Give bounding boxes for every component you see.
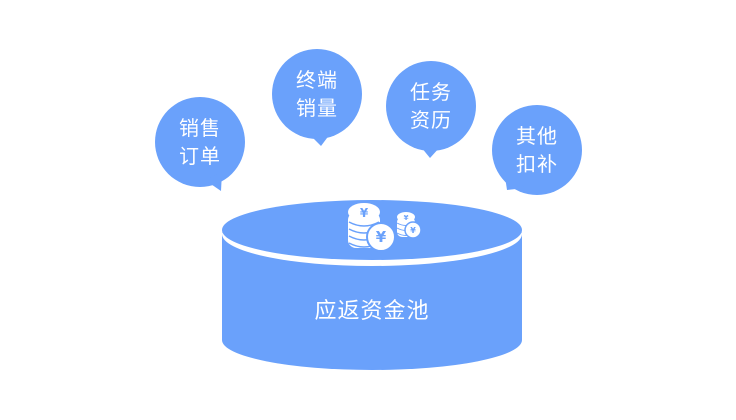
bubble-line-1: 任务 — [410, 80, 452, 104]
bubble-line-2: 资历 — [410, 108, 452, 132]
svg-text:¥: ¥ — [404, 214, 409, 222]
bubble-label-other-deductions: 其他 扣补 — [492, 122, 582, 178]
bubble-label-sales-orders: 销售 订单 — [155, 114, 245, 170]
bubble-label-task-qualification: 任务 资历 — [386, 78, 476, 134]
bubble-line-1: 其他 — [516, 124, 558, 148]
svg-text:¥: ¥ — [376, 228, 387, 246]
bubble-line-2: 订单 — [179, 144, 221, 168]
svg-text:¥: ¥ — [410, 226, 416, 235]
bubble-other-deductions — [492, 105, 582, 195]
bubble-line-1: 终端 — [296, 68, 338, 92]
bubble-sales-orders — [155, 97, 245, 191]
bubble-terminal-sales — [272, 49, 362, 146]
bubble-line-2: 扣补 — [516, 152, 558, 176]
bubble-line-2: 销量 — [296, 96, 338, 120]
bubble-label-terminal-sales: 终端 销量 — [272, 66, 362, 122]
yuan-coins-icon: ¥ ¥ ¥ ¥ — [348, 203, 422, 252]
svg-text:¥: ¥ — [360, 206, 369, 220]
fund-pool-label: 应返资金池 — [314, 299, 430, 324]
bubble-line-1: 销售 — [179, 116, 221, 140]
bubble-task-qualification — [386, 61, 476, 158]
